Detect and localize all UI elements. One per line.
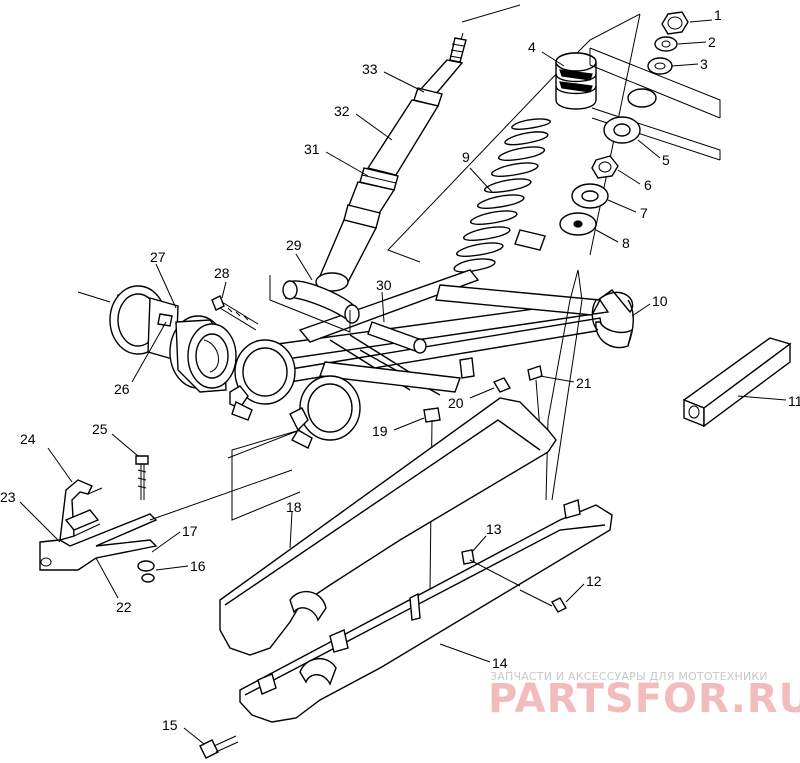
- callout-12: 12: [586, 573, 602, 589]
- callout-27: 27: [150, 249, 166, 265]
- callout-10: 10: [652, 293, 668, 309]
- callout-19: 19: [372, 423, 388, 439]
- callout-21: 21: [576, 375, 592, 391]
- mount-bracket: [39, 455, 293, 583]
- callout-11: 11: [788, 393, 800, 409]
- watermark: ЗАПЧАСТИ И АКСЕССУАРЫ ДЛЯ МОТОТЕХНИКИ PA…: [488, 670, 800, 722]
- spring-assembly: [387, 13, 641, 273]
- callout-8: 8: [622, 235, 630, 251]
- watermark-subtitle: ЗАПЧАСТИ И АКСЕССУАРЫ ДЛЯ МОТОТЕХНИКИ: [490, 670, 768, 683]
- callout-16: 16: [190, 558, 206, 574]
- callout-13: 13: [486, 521, 502, 537]
- callout-5: 5: [662, 152, 670, 168]
- hardware-stack: [559, 11, 721, 236]
- callout-30: 30: [376, 277, 392, 293]
- callout-29: 29: [286, 237, 302, 253]
- callout-18: 18: [286, 499, 302, 515]
- callout-20: 20: [448, 395, 464, 411]
- callout-31: 31: [304, 141, 320, 157]
- callout-15: 15: [162, 717, 178, 733]
- callout-1: 1: [714, 7, 722, 23]
- callout-9: 9: [462, 149, 470, 165]
- callout-33: 33: [362, 61, 378, 77]
- bushing-assembly: [77, 285, 259, 393]
- callout-2: 2: [708, 34, 716, 50]
- callouts: 1 2 3 4 5 6 7 8 9 10 11 12 13 14 15 16 1…: [0, 7, 800, 745]
- callout-4: 4: [528, 39, 536, 55]
- watermark-logo: PARTSFOR.RU: [488, 676, 800, 722]
- swing-arm-frame: [227, 269, 634, 591]
- callout-22: 22: [116, 599, 132, 615]
- callout-32: 32: [334, 103, 350, 119]
- callout-6: 6: [644, 177, 652, 193]
- square-tube: [682, 337, 792, 428]
- shock-absorber: [315, 4, 521, 292]
- callout-24: 24: [20, 431, 36, 447]
- callout-7: 7: [640, 205, 648, 221]
- callout-23: 23: [0, 489, 16, 505]
- callout-25: 25: [92, 421, 108, 437]
- callout-26: 26: [114, 381, 130, 397]
- callout-17: 17: [182, 523, 198, 539]
- callout-28: 28: [214, 265, 230, 281]
- chain-case: [199, 397, 613, 759]
- callout-3: 3: [700, 56, 708, 72]
- callout-14: 14: [492, 655, 508, 671]
